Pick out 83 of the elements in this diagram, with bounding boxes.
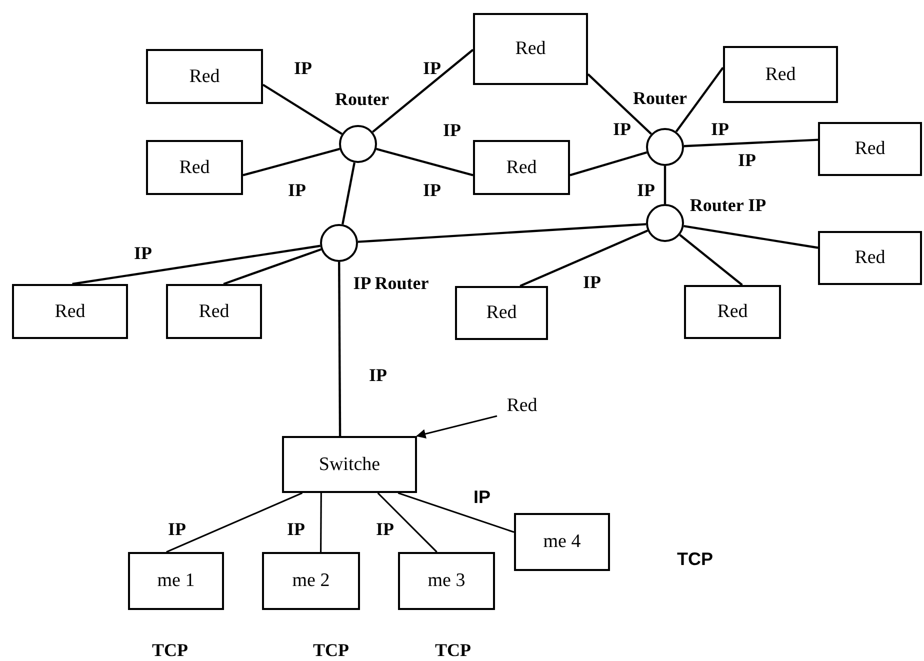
router-label: Router [633, 89, 687, 107]
network-box [723, 46, 838, 103]
connection-line [587, 73, 652, 135]
connection-line [520, 230, 648, 287]
network-box [455, 286, 548, 340]
protocol-label: TCP [152, 641, 188, 659]
network-box [473, 140, 570, 195]
router-label: Router [335, 90, 389, 108]
callout-text: Red [497, 396, 547, 416]
connection-line [679, 234, 743, 286]
connection-line [398, 492, 514, 533]
node-label: Red [765, 64, 796, 86]
router-circle [320, 224, 358, 262]
protocol-label: IP [738, 151, 756, 169]
node-label: Red [515, 38, 546, 60]
protocol-label: IP [443, 121, 461, 139]
network-box [146, 49, 263, 104]
connection-line [342, 162, 356, 225]
network-box [684, 285, 781, 339]
connection-line [338, 262, 342, 436]
network-box [818, 231, 922, 285]
network-box [146, 140, 243, 195]
node-label: me 2 [292, 570, 330, 592]
node-label: Red [198, 300, 230, 322]
host-box [398, 552, 495, 610]
protocol-label: IP [613, 120, 631, 138]
node-label: Switche [318, 454, 380, 476]
connection-line [262, 84, 342, 135]
node-label: Red [179, 156, 210, 178]
connection-line [166, 492, 303, 553]
protocol-label: IP [474, 488, 490, 506]
connection-line [570, 151, 648, 176]
connection-line [664, 166, 666, 204]
protocol-label: IP [583, 273, 601, 291]
router-circle [646, 128, 684, 166]
protocol-label: IP [134, 244, 152, 262]
protocol-label: TCP [677, 550, 713, 568]
node-label: Red [506, 156, 537, 178]
protocol-label: TCP [313, 641, 349, 659]
protocol-label: IP [369, 366, 387, 384]
protocol-label: TCP [435, 641, 471, 659]
router-label: Router IP [690, 196, 766, 214]
node-label: me 4 [543, 531, 581, 553]
connection-line [684, 138, 818, 148]
connection-line [72, 244, 320, 286]
connection-line [358, 223, 646, 243]
protocol-label: IP [376, 520, 394, 538]
network-box [166, 284, 262, 339]
protocol-label: IP [637, 181, 655, 199]
host-box [514, 513, 610, 571]
router-circle [339, 125, 377, 163]
node-label: Red [54, 300, 86, 322]
network-box [12, 284, 128, 339]
protocol-label: IP [287, 520, 305, 538]
router-circle [646, 204, 684, 242]
connection-line [320, 493, 322, 552]
leader-arrow [416, 415, 498, 439]
host-box [128, 552, 224, 610]
node-label: Red [717, 301, 748, 323]
router-label: IP Router [353, 274, 429, 292]
node-label: me 3 [428, 570, 466, 592]
connection-line [684, 224, 818, 249]
node-label: me 1 [157, 570, 195, 592]
protocol-label: IP [711, 120, 729, 138]
connection-line [372, 48, 474, 133]
node-label: Red [189, 66, 220, 88]
connection-line [377, 492, 438, 553]
connection-line [675, 67, 724, 132]
switch-box [282, 436, 417, 493]
protocol-label: IP [423, 181, 441, 199]
protocol-label: IP [168, 520, 186, 538]
node-label: Red [854, 138, 886, 160]
connection-line [223, 248, 322, 286]
protocol-label: IP [423, 59, 441, 77]
protocol-label: IP [288, 181, 306, 199]
network-box [473, 13, 588, 85]
protocol-label: IP [294, 59, 312, 77]
node-label: Red [854, 247, 886, 269]
host-box [262, 552, 360, 610]
node-label: Red [486, 302, 517, 324]
network-box [818, 122, 922, 176]
connection-line [376, 148, 474, 176]
connection-line [242, 148, 340, 176]
